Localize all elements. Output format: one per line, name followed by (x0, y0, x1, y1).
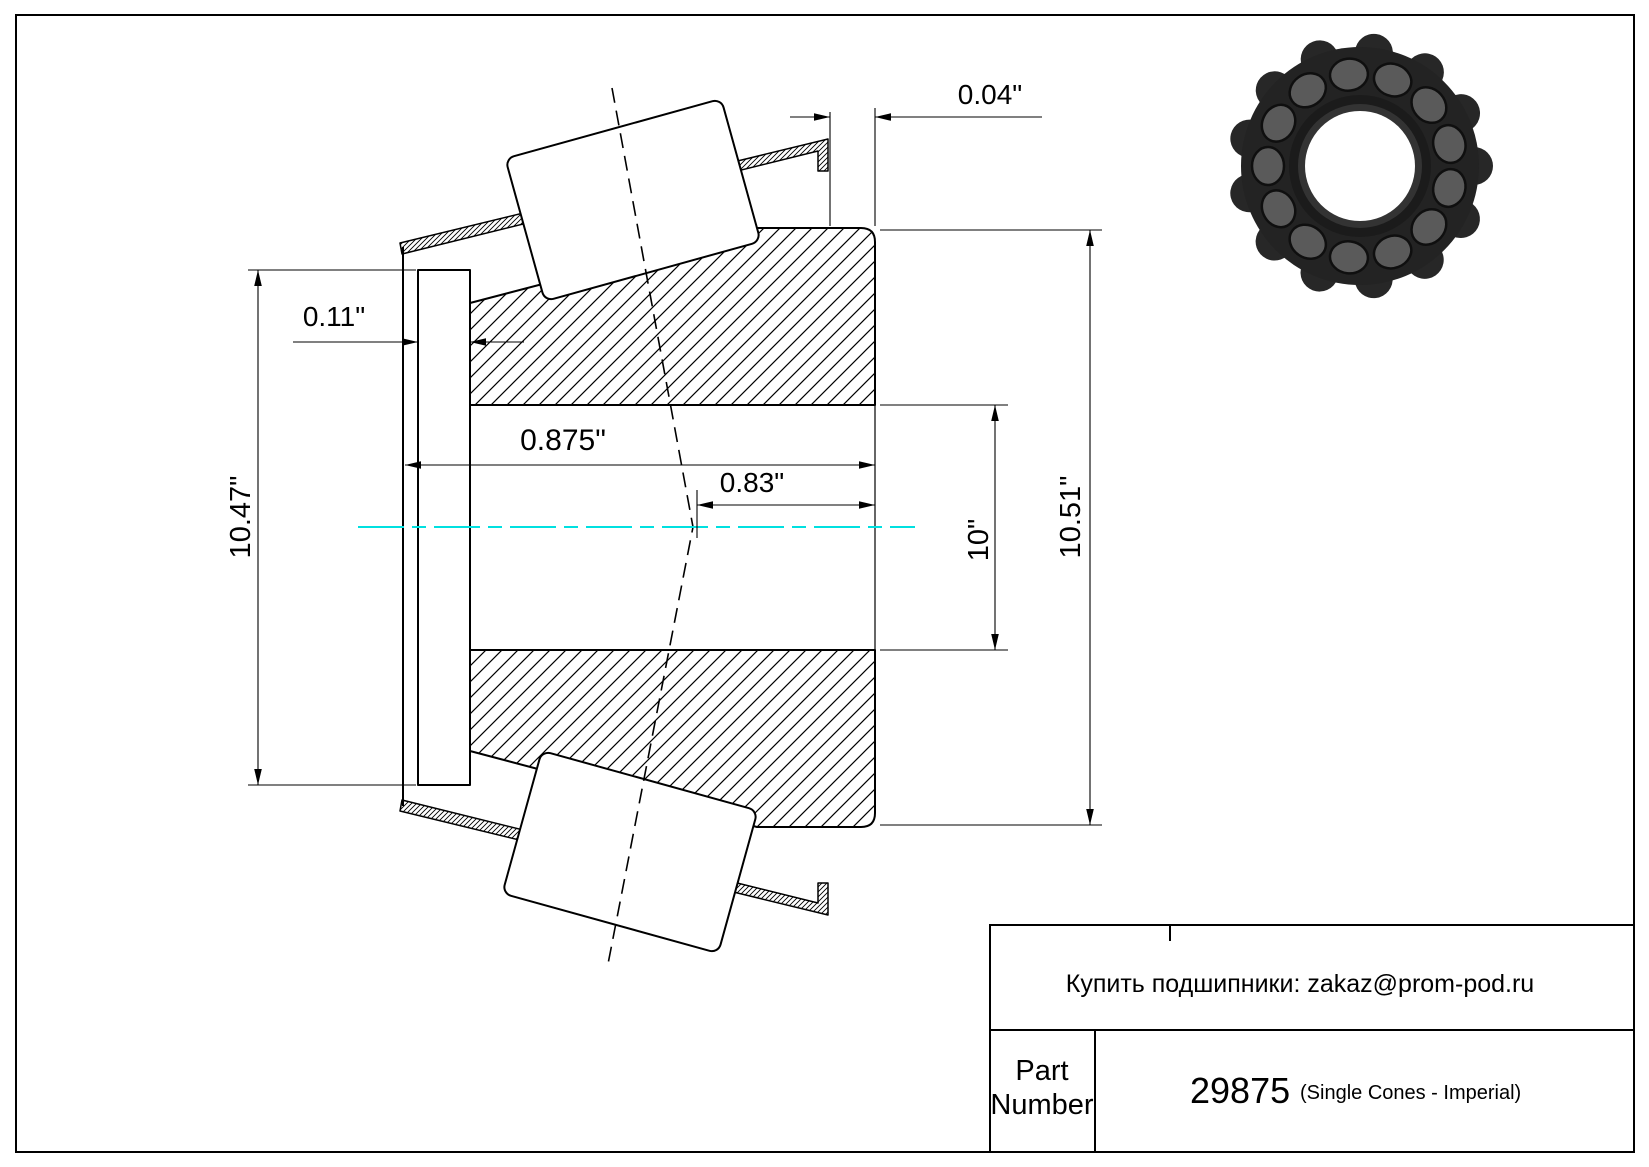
dimension-083: 0.83" (696, 467, 875, 538)
dimension-1047: 10.47" (225, 269, 416, 786)
dimension-004-label: 0.04" (958, 79, 1022, 110)
dimension-10-label: 10" (963, 519, 995, 562)
cone-ring-bottom-section (469, 649, 876, 828)
dimension-0875: 0.875" (405, 424, 875, 469)
part-number-label-line1: Part (1015, 1055, 1068, 1087)
dimension-10: 10" (880, 404, 1008, 651)
part-number-label-line2: Number (990, 1089, 1093, 1121)
dimension-083-label: 0.83" (720, 467, 784, 498)
dimension-011-label: 0.11" (303, 301, 365, 332)
dimensions: 0.04" 0.11" 0.875" 0.83" 10" (225, 79, 1102, 826)
dimension-004: 0.04" (790, 79, 1042, 226)
cross-section (358, 87, 915, 965)
bearing-render (1230, 33, 1493, 299)
sheet-border (15, 14, 1635, 1153)
title-block: Купить подшипники: zakaz@prom-pod.ru Par… (989, 924, 1635, 1153)
roller-top (506, 99, 760, 301)
part-series-text: (Single Cones - Imperial) (1300, 1082, 1521, 1104)
title-block-border (989, 924, 1635, 1153)
supplier-contact-text: Купить подшипники: zakaz@prom-pod.ru (1066, 970, 1534, 998)
dimension-1047-label: 10.47" (225, 476, 257, 559)
dimension-1051-label: 10.51" (1055, 476, 1087, 559)
roller-bottom (503, 751, 757, 953)
bearing-render-bore-hole (1305, 111, 1415, 221)
part-number-value: 29875 (1190, 1070, 1290, 1111)
bearing-render-rollers (1250, 57, 1467, 275)
dimension-0875-label: 0.875" (520, 424, 606, 457)
cone-ring-top-section (469, 227, 876, 406)
dimension-1051: 10.51" (880, 229, 1102, 826)
dimension-011: 0.11" (293, 301, 524, 346)
